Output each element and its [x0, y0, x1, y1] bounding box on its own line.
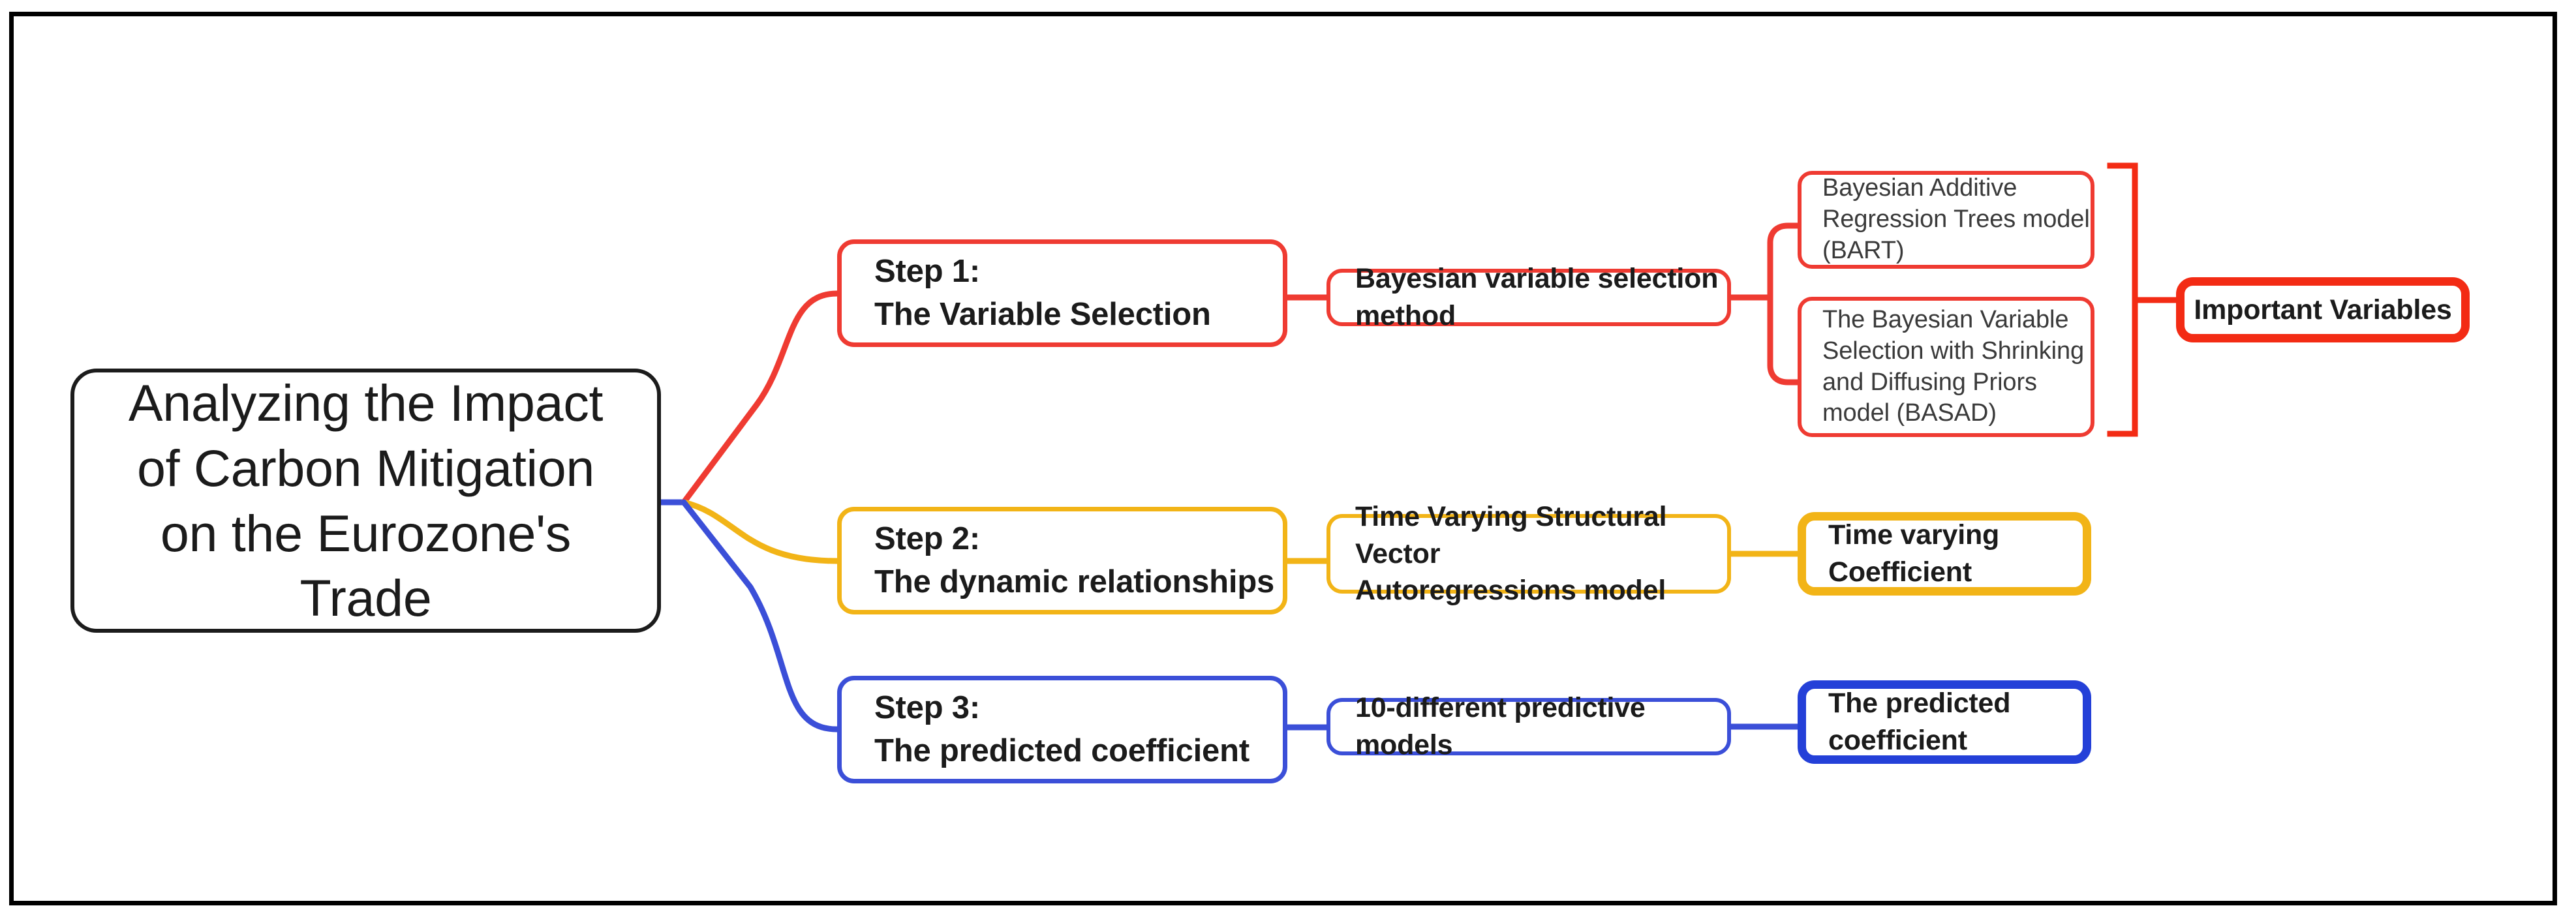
node-time-varying-svar-model[interactable]: Time Varying Structural Vector Autoregre… [1326, 501, 1731, 606]
node-predicted-coefficient-outcome[interactable]: The predicted coefficient [1798, 680, 2091, 764]
root-node-main-topic[interactable]: Analyzing the Impact of Carbon Mitigatio… [70, 369, 661, 633]
node-basad-model[interactable]: The Bayesian Variable Selection with Shr… [1798, 297, 2094, 437]
node-time-varying-coefficient-outcome[interactable]: Time varying Coefficient [1798, 512, 2091, 596]
node-ten-predictive-models-label: 10-different predictive models [1355, 692, 1646, 761]
node-step-1-label: Step 1: The Variable Selection [874, 254, 1211, 332]
node-bayesian-variable-selection-method-label: Bayesian variable selection method [1355, 263, 1719, 331]
node-time-varying-svar-model-label: Time Varying Structural Vector Autoregre… [1355, 500, 1667, 607]
node-step-3-label: Step 3: The predicted coefficient [874, 690, 1250, 768]
node-important-variables-outcome-label: Important Variables [2194, 294, 2452, 325]
node-bayesian-variable-selection-method[interactable]: Bayesian variable selection method [1326, 263, 1731, 331]
node-step-2[interactable]: Step 2: The dynamic relationships [837, 507, 1287, 614]
node-basad-model-label: The Bayesian Variable Selection with Shr… [1822, 305, 2085, 427]
node-step-1[interactable]: Step 1: The Variable Selection [837, 239, 1287, 347]
node-bart-model[interactable]: Bayesian Additive Regression Trees model… [1798, 171, 2094, 269]
node-step-2-label: Step 2: The dynamic relationships [874, 521, 1275, 599]
node-bart-model-label: Bayesian Additive Regression Trees model… [1822, 174, 2090, 264]
node-time-varying-coefficient-outcome-label: Time varying Coefficient [1828, 519, 2000, 588]
root-node-label: Analyzing the Impact of Carbon Mitigatio… [128, 374, 604, 628]
node-step-3[interactable]: Step 3: The predicted coefficient [837, 676, 1287, 783]
node-important-variables-outcome[interactable]: Important Variables [2176, 277, 2470, 342]
node-ten-predictive-models[interactable]: 10-different predictive models [1326, 692, 1731, 761]
node-predicted-coefficient-outcome-label: The predicted coefficient [1828, 688, 2011, 756]
